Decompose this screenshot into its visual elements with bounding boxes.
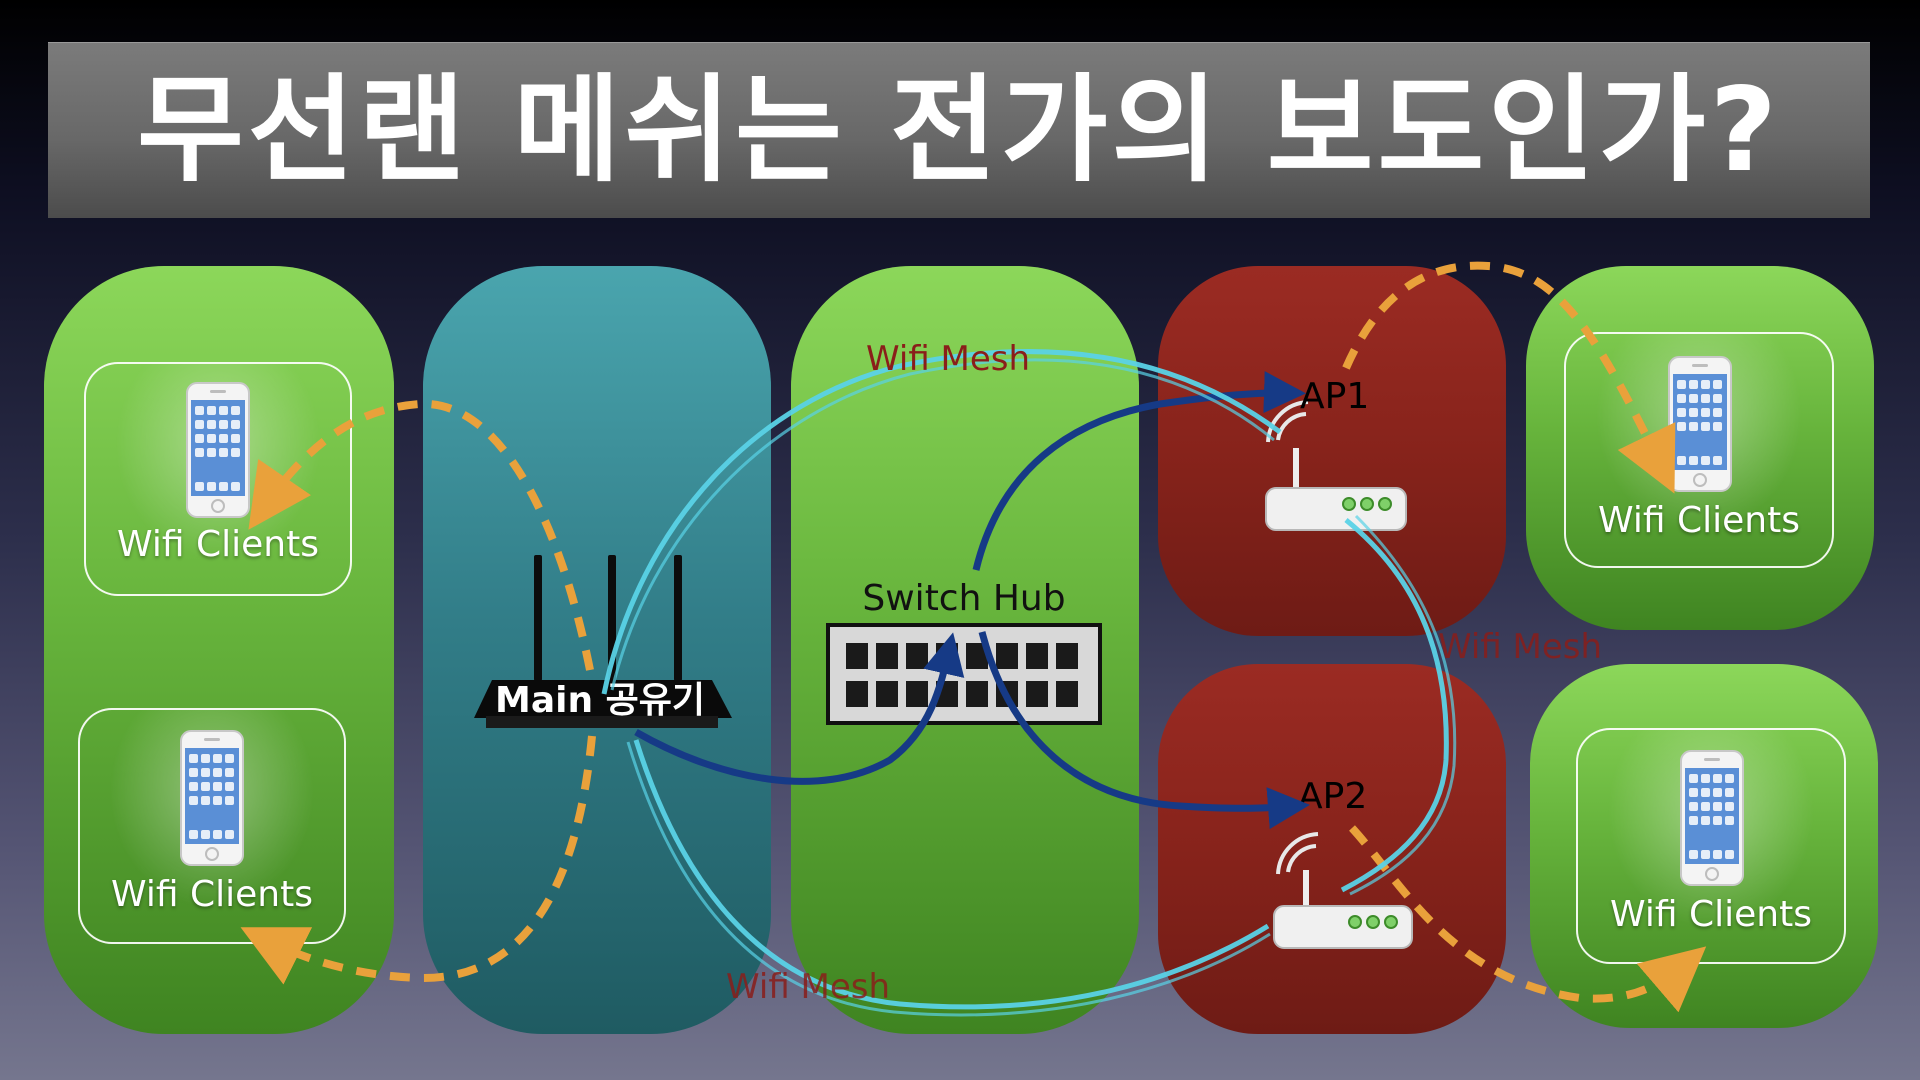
ap2-label: AP2 [1298,776,1367,817]
mesh-ap1-to-ap2 [1340,518,1449,893]
wired-links [634,371,1310,830]
client-card-top-left: Wifi Clients [84,362,352,596]
zone-ap1 [1158,266,1506,636]
mesh-ap1-to-ap2-alt [1349,514,1457,896]
smartphone-icon [1680,750,1744,886]
client-card-bottom-right: Wifi Clients [1576,728,1846,964]
zone-main-router [423,266,771,1034]
main-router-label: Main 공유기 [495,680,705,721]
smartphone-icon [1668,356,1732,492]
switch-hub-label: Switch Hub [862,578,1065,619]
client-wireless-links [240,261,1707,1013]
router-icon [474,555,732,728]
link-router-to-client-top-left [248,399,594,671]
link-router-to-switch [634,632,965,785]
client-card-bottom-left: Wifi Clients [78,708,346,944]
switch-hub-icon [826,623,1102,725]
page-title: 무선랜 메쉬는 전가의 보도인가? [137,63,1781,198]
link-switch-to-ap1 [972,371,1306,571]
ap1-label: AP1 [1300,376,1369,417]
mesh-label-bottom: Wifi Mesh [726,967,890,1007]
mesh-router-to-ap2-alt [626,741,1271,1017]
link-ap1-to-client-top-right [1342,261,1676,494]
smartphone-icon [186,382,250,518]
link-ap2-to-client-bottom-right [1349,825,1707,1013]
mesh-router-to-ap2 [633,739,1270,1010]
client-label: Wifi Clients [111,874,313,915]
access-point-icon [1273,832,1413,949]
link-switch-to-ap2 [978,631,1310,830]
access-point-icon [1265,400,1407,531]
mesh-router-to-ap1 [601,349,1282,695]
link-router-to-client-bottom-left [240,735,596,985]
client-label: Wifi Clients [117,524,319,565]
mesh-router-to-ap1-alt [610,358,1275,691]
mesh-label-right: Wifi Mesh [1438,627,1602,667]
title-bar: 무선랜 메쉬는 전가의 보도인가? [48,42,1870,218]
client-label: Wifi Clients [1598,500,1800,541]
client-label: Wifi Clients [1610,894,1812,935]
mesh-links [601,349,1457,1017]
smartphone-icon [180,730,244,866]
mesh-label-top: Wifi Mesh [866,339,1030,379]
